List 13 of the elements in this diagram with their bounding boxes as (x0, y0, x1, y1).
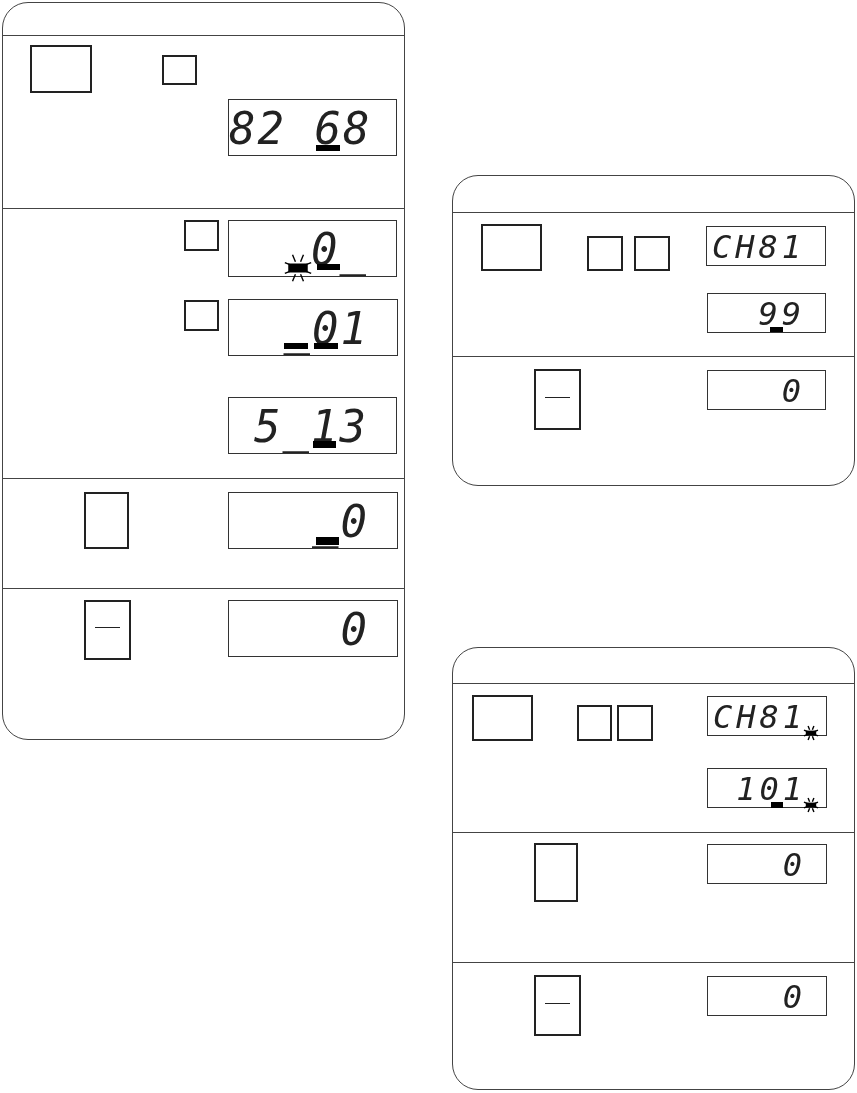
lcd-display: 5_13 (228, 397, 397, 454)
lcd-display: 99 (707, 293, 826, 333)
lcd-display: 0 (707, 976, 827, 1016)
lcd-display: 101 (707, 768, 827, 808)
lcd-display: _01 (228, 299, 398, 356)
lcd-display: 0 (228, 600, 398, 657)
lcd-display: 0_ (228, 220, 397, 277)
lcd-display: 82 68 (228, 99, 397, 156)
lcd-display: CH81 (706, 226, 826, 266)
lcd-display: 0 (707, 844, 827, 884)
lcd-display: CH81 (707, 696, 827, 736)
lcd-display: _0 (228, 492, 398, 549)
lcd-display: 0 (707, 370, 826, 410)
